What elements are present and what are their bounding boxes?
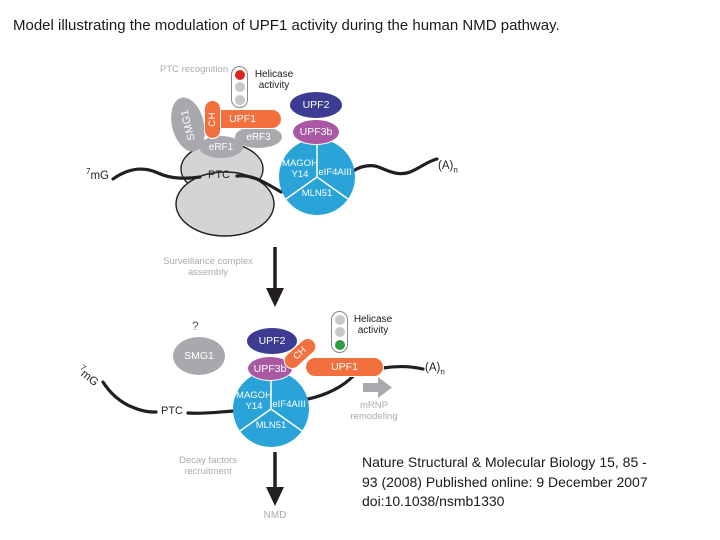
ejc-complex-bottom: MAGOH Y14 eIF4AIII MLN51 bbox=[233, 371, 309, 447]
protein-ch-domain-top: CH bbox=[204, 100, 221, 139]
protein-upf2-bottom: UPF2 bbox=[246, 327, 298, 355]
helicase-activity-indicator-bottom bbox=[331, 311, 348, 353]
protein-upf2-top: UPF2 bbox=[289, 91, 343, 119]
mrnp-remodeling-arrow bbox=[363, 377, 392, 398]
slide-title: Model illustrating the modulation of UPF… bbox=[13, 17, 560, 34]
protein-erf3: eRF3 bbox=[235, 126, 282, 148]
citation-line: Nature Structural & Molecular Biology 15… bbox=[362, 454, 647, 470]
ejc-eif4aiii-label: eIF4AIII bbox=[318, 167, 352, 178]
helicase-light-icon bbox=[234, 94, 245, 105]
protein-upf3b-bottom: UPF3b bbox=[247, 356, 293, 381]
helicase-light-icon bbox=[234, 69, 245, 80]
citation-line: doi:10.1038/nsmb1330 bbox=[362, 493, 505, 509]
protein-upf1-top: UPF1 bbox=[203, 109, 282, 129]
stage-label-ptc-recognition: PTC recognition bbox=[160, 64, 229, 75]
ejc-magoh-y14-label: MAGOH Y14 bbox=[282, 158, 318, 180]
ejc-complex-top: MAGOH Y14 eIF4AIII MLN51 bbox=[279, 139, 355, 215]
helicase-light-icon bbox=[334, 339, 345, 350]
helicase-light-icon bbox=[334, 314, 345, 325]
helicase-light-icon bbox=[334, 327, 345, 337]
protein-upf3b-top: UPF3b bbox=[292, 119, 340, 145]
ptc-label-bottom: PTC bbox=[161, 405, 183, 417]
protein-erf1: eRF1 bbox=[199, 136, 243, 158]
smg1-question-mark: ? bbox=[192, 319, 199, 333]
ejc-divider-lines bbox=[285, 140, 349, 200]
ejc-magoh-y14-label: MAGOH Y14 bbox=[236, 390, 272, 412]
cap-7mg-label-top: 7mG bbox=[86, 167, 109, 182]
ptc-label-top: PTC bbox=[208, 169, 230, 181]
helicase-activity-label-top: Helicase activity bbox=[254, 69, 294, 91]
transition-label-decay-factors: Decay factors recruitment bbox=[178, 455, 238, 477]
protein-upf1-bottom: UPF1 bbox=[305, 357, 384, 377]
mrnp-remodeling-label: mRNP remodeling bbox=[350, 400, 398, 422]
citation-line: 93 (2008) Published online: 9 December 2… bbox=[362, 473, 648, 490]
helicase-activity-label-bottom: Helicase activity bbox=[353, 314, 393, 336]
ribosome bbox=[175, 142, 275, 237]
ejc-mln51-label: MLN51 bbox=[255, 420, 287, 431]
protein-smg1-bottom: SMG1 bbox=[173, 337, 225, 375]
ejc-eif4aiii-label: eIF4AIII bbox=[272, 399, 306, 410]
down-arrow-1 bbox=[266, 247, 284, 307]
mrna-strand-top bbox=[111, 157, 439, 194]
helicase-light-icon bbox=[234, 82, 245, 92]
helicase-activity-indicator-top bbox=[231, 66, 248, 108]
nmd-result-label: NMD bbox=[263, 510, 287, 521]
polya-label-bottom: (A)n bbox=[425, 362, 445, 377]
citation: Nature Structural & Molecular Biology 15… bbox=[362, 453, 702, 512]
polya-label-top: (A)n bbox=[438, 160, 458, 175]
down-arrow-2 bbox=[266, 452, 284, 506]
ejc-mln51-label: MLN51 bbox=[301, 188, 333, 199]
transition-label-surveillance: Surveillance complex assembly bbox=[163, 256, 253, 278]
